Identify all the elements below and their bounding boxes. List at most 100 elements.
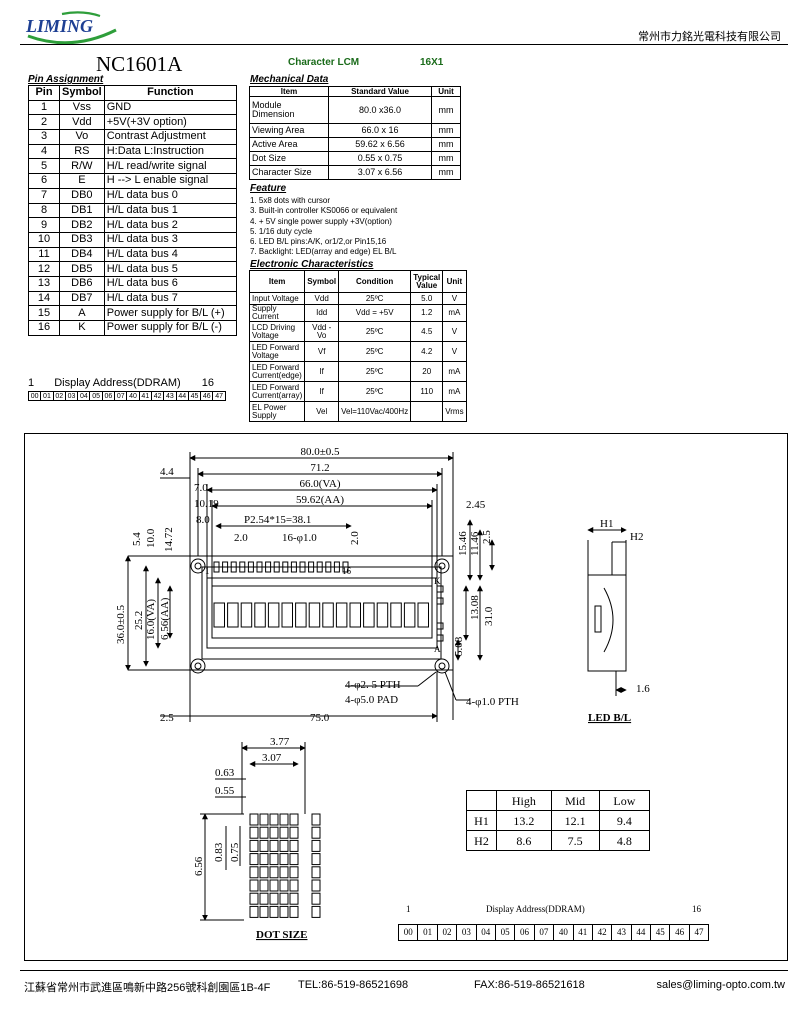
character-cell [227,602,239,628]
ddram-cell: 05 [494,924,516,941]
pin-pad [256,561,263,573]
character-cell [403,602,416,628]
ddram-cell: 03 [456,924,477,941]
dot [279,892,289,905]
dot-377-label: 3.77 [270,736,290,748]
height-header-cell: Low [598,790,651,811]
dot [249,839,259,852]
mech-unit-cell: mm [431,96,461,124]
ddram-cell: 40 [553,924,574,941]
dim-v-100: 10.0 [145,528,157,548]
pin-pad [222,561,229,573]
dot [249,853,259,866]
module-outline [189,555,454,671]
ddram-cell: 44 [175,391,189,401]
height-cell: 7.5 [550,830,600,851]
dot-307-label: 3.07 [262,752,282,764]
dim-v-54: 5.4 [131,532,143,546]
dot [279,879,289,892]
ddram-cell: 01 [40,391,54,401]
mech-value-cell: 80.0 x36.0 [328,96,432,124]
character-cell [213,602,225,628]
character-cell [335,602,348,628]
dot [279,813,289,826]
pin-pad [265,561,272,573]
dot [289,879,299,892]
dot [269,813,279,826]
ddram-cell: 47 [688,924,710,941]
pin-cell: 14 [28,290,60,307]
pin-cell: 3 [28,129,60,145]
symbol-cell: K [59,320,105,336]
dot [259,892,269,905]
ddram-cell: 06 [514,924,535,941]
pin-pad [342,561,349,573]
dim-bottom-25: 2.5 [160,712,174,724]
elec-header-row: Item Symbol Condition Typical Value Unit [248,270,467,293]
ddram-cell: 04 [475,924,496,941]
pin-assignment-title: Pin Assignment [28,74,104,85]
pin-cell: 13 [28,275,60,292]
dot [279,866,289,879]
dot [279,853,289,866]
drawing-frame [24,433,788,961]
dim-71: 71.2 [310,462,329,474]
function-col-header: Function [103,85,238,101]
dot-075-label: 0.75 [229,842,241,862]
elec-condition-cell: Vel=110Vac/400Hz [338,401,412,422]
active-area [211,585,433,639]
pin-pad [299,561,306,573]
dot [311,813,321,826]
symbol-cell: A [59,305,105,321]
dim-r-25: 2.5 [481,530,493,544]
character-cell [376,602,389,628]
height-cell: 4.8 [598,830,651,851]
pin-pad [213,561,220,573]
ddram-cell: 00 [27,391,42,401]
character-cell [322,602,334,628]
feature-item: 7. Backlight: LED(array and edge) EL B/L [250,247,397,257]
dot [259,853,269,866]
feature-item: 5. 1/16 duty cycle [250,226,313,236]
elec-item-cell: LED Forward Current(edge) [248,361,306,382]
hole-small-label: 4-φ1.0 PTH [466,696,519,708]
dot [289,813,299,826]
dot [289,866,299,879]
dim-pitch: P2.54*15=38.1 [244,514,311,526]
dot [311,892,321,905]
dim-aa-left: 10.19 [194,498,219,510]
hole-pad-label: 4-φ5.0 PAD [345,694,398,706]
footer-fax: FAX:86-519-86521618 [474,979,585,991]
character-cell [254,602,266,628]
dot [279,826,289,839]
ddram-cell: 43 [163,391,177,401]
mech-unit-cell: mm [431,165,461,180]
dim-pin-right: 2.0 [349,531,361,545]
product-type: Character LCM [288,57,360,68]
pin-pad [273,561,280,573]
feature-title: Feature [250,183,287,194]
ddram-cell: 45 [650,924,671,941]
function-cell: H/L data bus 7 [103,290,238,307]
footer-email[interactable]: sales@liming-opto.com.tw [656,979,785,991]
pin-pad [316,561,323,573]
ddram-cell: 46 [200,391,214,401]
pin-cell: 15 [28,305,60,321]
side-view [587,527,627,696]
dim-h-160: 16.0(VA) [145,599,157,640]
ddram-big-label: Display Address(DDRAM) [486,904,585,914]
dim-v-1472: 14.72 [163,527,175,552]
character-cell [281,602,293,628]
dot [259,879,269,892]
feature-item: 6. LED B/L pins:A/K, or1/2,or Pin15,16 [250,237,387,247]
pin-header-row: Pin Symbol Function [28,85,238,101]
pin-pad [333,561,340,573]
mechanical-data-table: Item Standard Value Unit Module Dimensio… [249,86,461,180]
